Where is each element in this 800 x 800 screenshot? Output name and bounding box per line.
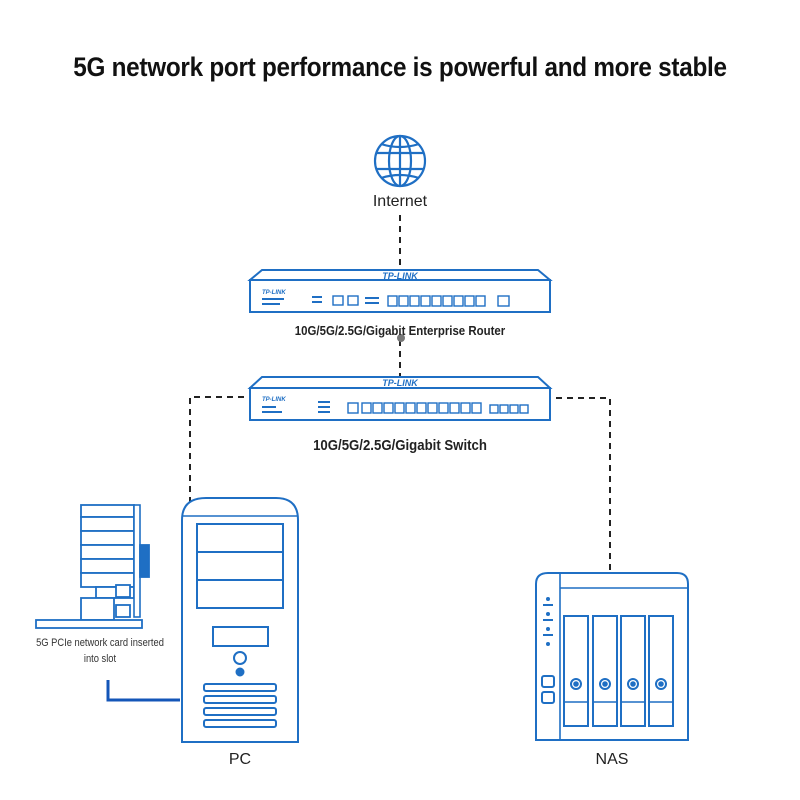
link-switch-pc [189,396,244,510]
router-ports [387,295,510,307]
switch-device: TP-LINK TP-LINK [247,376,553,421]
link-switch-nas [556,397,611,575]
link-junction-dot [397,334,405,342]
router-top-badge: TP-LINK [382,271,419,281]
switch-top-badge: TP-LINK [382,378,419,388]
nas-label: NAS [595,751,629,768]
network-card-label: 5G PCIe network card inserted into slot [36,637,164,665]
router-device: TP-LINK TP-LINK [247,269,553,313]
router-brand: TP-LINK [262,290,286,296]
nas-indicator-lights [543,597,553,646]
pc-tower [181,497,299,743]
pcie-network-card [35,504,150,629]
nas-device [535,572,689,741]
switch-ports [347,402,529,414]
switch-brand: TP-LINK [262,397,286,403]
card-to-pc-line [106,680,180,702]
globe-icon [373,134,427,188]
router-label: 10G/5G/2.5G/Gigabit Enterprise Router [294,323,506,338]
internet-label: Internet [372,193,428,210]
connection-lines [189,215,611,575]
pc-label: PC [228,751,252,768]
switch-label: 10G/5G/2.5G/Gigabit Switch [313,437,487,454]
page-title: 5G network port performance is powerful … [73,52,727,82]
